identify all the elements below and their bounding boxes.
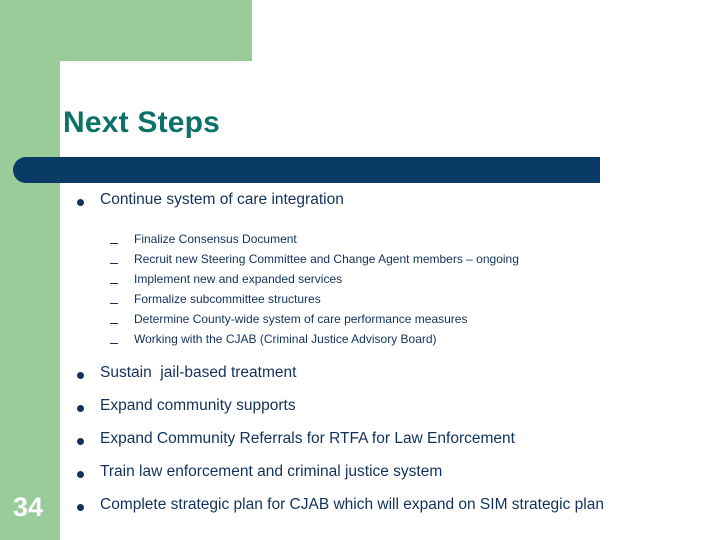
sub-list-item: Implement new and expanded services bbox=[0, 271, 720, 291]
list-item: Complete strategic plan for CJAB which w… bbox=[0, 495, 720, 528]
bullet-disc-icon bbox=[77, 495, 100, 516]
list-item-label: Sustain jail-based treatment bbox=[100, 364, 297, 381]
sub-list-item: Working with the CJAB (Criminal Justice … bbox=[0, 331, 720, 351]
spacer bbox=[0, 351, 720, 363]
sub-list-item: Formalize subcommittee structures bbox=[0, 291, 720, 311]
bullet-dash-icon bbox=[110, 251, 134, 267]
bullet-list: Continue system of care integration Fina… bbox=[0, 190, 720, 528]
bullet-dash-icon bbox=[110, 231, 134, 247]
decorative-green-left-stripe bbox=[0, 0, 60, 540]
list-item: Sustain jail-based treatment bbox=[0, 363, 720, 396]
bullet-disc-icon bbox=[77, 190, 100, 211]
spacer bbox=[0, 223, 720, 231]
bullet-disc-icon bbox=[77, 429, 100, 450]
list-item-label: Continue system of care integration bbox=[100, 191, 344, 208]
page-title: Next Steps bbox=[63, 106, 221, 139]
decorative-green-top-block bbox=[0, 0, 252, 61]
list-item-label: Train law enforcement and criminal justi… bbox=[100, 463, 443, 480]
decorative-navy-title-bar bbox=[13, 157, 600, 183]
sub-list-item-label: Formalize subcommittee structures bbox=[134, 292, 321, 306]
bullet-dash-icon bbox=[110, 331, 134, 347]
sub-list-item-label: Recruit new Steering Committee and Chang… bbox=[134, 252, 519, 266]
list-item-label: Expand Community Referrals for RTFA for … bbox=[100, 430, 515, 447]
sub-list-item: Recruit new Steering Committee and Chang… bbox=[0, 251, 720, 271]
list-item: Train law enforcement and criminal justi… bbox=[0, 462, 720, 495]
list-item: Expand community supports bbox=[0, 396, 720, 429]
list-item-label: Expand community supports bbox=[100, 397, 296, 414]
sub-list-item: Finalize Consensus Document bbox=[0, 231, 720, 251]
bullet-dash-icon bbox=[110, 271, 134, 287]
sub-bullet-list: Finalize Consensus Document Recruit new … bbox=[0, 231, 720, 351]
sub-list-item-label: Determine County-wide system of care per… bbox=[134, 312, 468, 326]
bullet-disc-icon bbox=[77, 363, 100, 384]
list-item: Continue system of care integration bbox=[0, 190, 720, 223]
sub-list-item: Determine County-wide system of care per… bbox=[0, 311, 720, 331]
bullet-disc-icon bbox=[77, 396, 100, 417]
sub-list-item-label: Working with the CJAB (Criminal Justice … bbox=[134, 332, 437, 346]
list-item-label: Complete strategic plan for CJAB which w… bbox=[100, 496, 604, 513]
sub-list-item-label: Finalize Consensus Document bbox=[134, 232, 297, 246]
list-item: Expand Community Referrals for RTFA for … bbox=[0, 429, 720, 462]
page-number: 34 bbox=[13, 492, 44, 522]
sub-list-item-label: Implement new and expanded services bbox=[134, 272, 343, 286]
bullet-dash-icon bbox=[110, 311, 134, 327]
slide-content-panel bbox=[60, 62, 720, 540]
bullet-disc-icon bbox=[77, 462, 100, 483]
bullet-dash-icon bbox=[110, 291, 134, 307]
